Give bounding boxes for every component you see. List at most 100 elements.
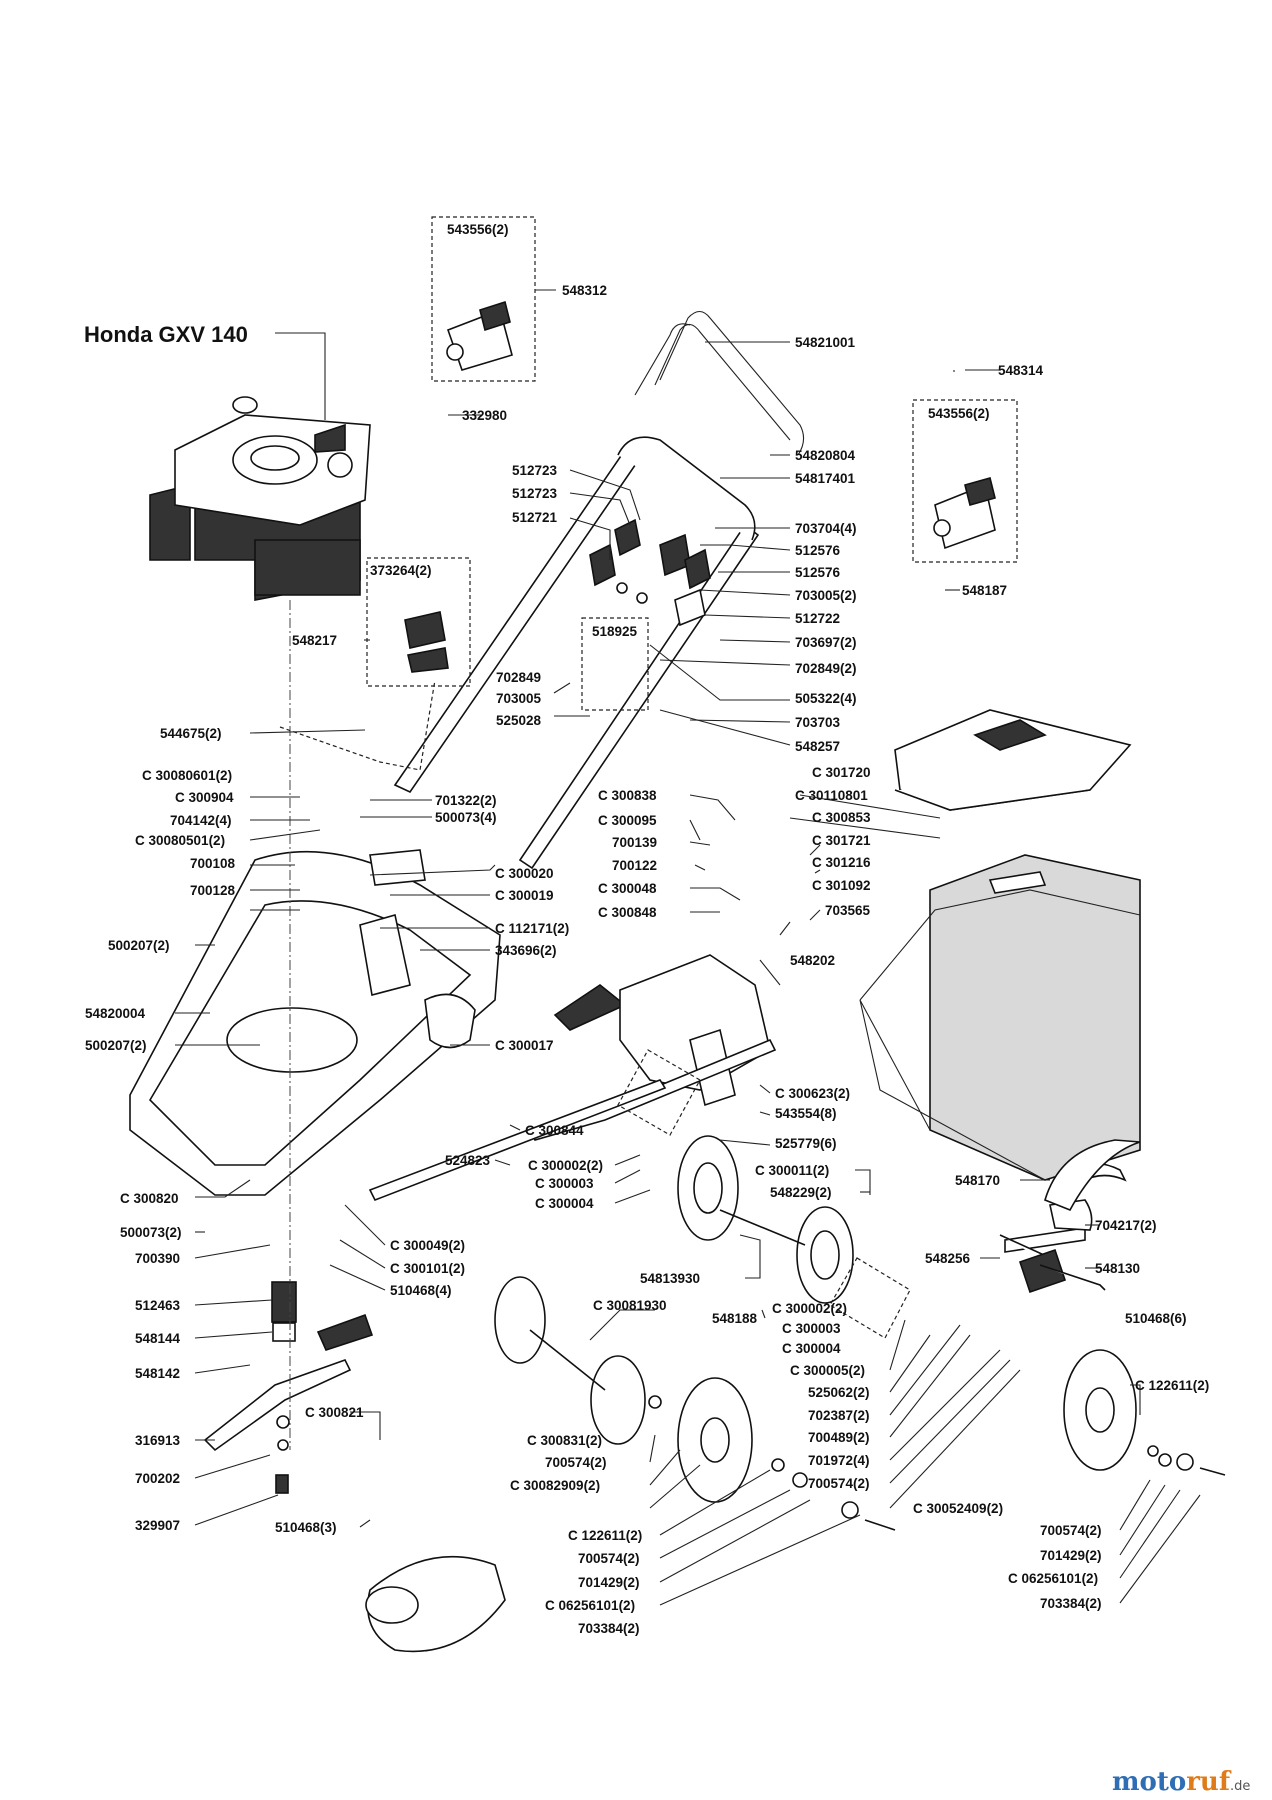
part-label: 525062(2): [808, 1385, 870, 1400]
part-label: 329907: [135, 1518, 180, 1533]
part-label: 548170: [955, 1173, 1000, 1188]
part-label: C 300020: [495, 866, 554, 881]
part-label: 548217: [292, 633, 337, 648]
part-label: C 301216: [812, 855, 871, 870]
part-label: 700489(2): [808, 1430, 870, 1445]
part-label: C 300831(2): [527, 1433, 602, 1448]
part-label: 54820804: [795, 448, 856, 463]
part-label: 548142: [135, 1366, 180, 1381]
part-label: 548314: [998, 363, 1044, 378]
part-label: 54821001: [795, 335, 856, 350]
part-label: C 300838: [598, 788, 657, 803]
part-label: 54817401: [795, 471, 856, 486]
part-label: C 30052409(2): [913, 1501, 1003, 1516]
part-label: 543554(8): [775, 1106, 837, 1121]
part-label: 500073(4): [435, 810, 497, 825]
part-label: 548130: [1095, 1261, 1140, 1276]
part-label: C 122611(2): [1135, 1378, 1209, 1393]
throttle-drawing: [404, 300, 996, 673]
part-label: 548202: [790, 953, 835, 968]
belt-drawing: [1044, 1139, 1141, 1212]
part-label: 703005(2): [795, 588, 857, 603]
part-label: C 300049(2): [390, 1238, 465, 1253]
part-labels: 543556(2) 548312 332980 54821001 548314 …: [85, 222, 1209, 1636]
part-label: C 30080601(2): [142, 768, 232, 783]
part-label: C 06256101(2): [545, 1598, 635, 1613]
part-label: C 300002(2): [528, 1158, 603, 1173]
part-label: 500207(2): [85, 1038, 147, 1053]
part-label: 703384(2): [578, 1621, 640, 1636]
part-label: 700202: [135, 1471, 180, 1486]
part-label: 700574(2): [578, 1551, 640, 1566]
part-label: C 300003: [535, 1176, 594, 1191]
part-label: C 300005(2): [790, 1363, 865, 1378]
part-label: C 30081930: [593, 1298, 667, 1313]
part-label: C 300853: [812, 810, 871, 825]
part-label: 512723: [512, 463, 558, 478]
part-label: C 300095: [598, 813, 657, 828]
part-label: 700122: [612, 858, 657, 873]
watermark: motoruf.de: [1112, 1767, 1250, 1797]
part-label: 512576: [795, 543, 841, 558]
part-label: 703384(2): [1040, 1596, 1102, 1611]
part-label: C 300101(2): [390, 1261, 465, 1276]
part-label: 703005: [496, 691, 542, 706]
part-label: C 301720: [812, 765, 871, 780]
part-label: C 300003: [782, 1321, 841, 1336]
part-label: 700139: [612, 835, 657, 850]
part-label: 548256: [925, 1251, 971, 1266]
part-label: 548312: [562, 283, 607, 298]
part-label: C 300011(2): [755, 1163, 829, 1178]
part-label: 701429(2): [1040, 1548, 1102, 1563]
part-label: C 300848: [598, 905, 657, 920]
part-label: 703703: [795, 715, 841, 730]
part-label: 512576: [795, 565, 841, 580]
parts-illustration: [129, 300, 1226, 1653]
watermark-part1: moto: [1112, 1767, 1186, 1797]
part-label: 700108: [190, 856, 236, 871]
leader-lines: [175, 289, 1201, 1606]
part-label: C 300844: [525, 1123, 584, 1138]
part-label: 548229(2): [770, 1185, 832, 1200]
part-label: 512463: [135, 1298, 181, 1313]
drive-housing-drawing: [368, 954, 777, 1202]
grass-bag-drawing: [859, 709, 1141, 1181]
watermark-suffix: .de: [1230, 1779, 1250, 1794]
part-label: C 30082909(2): [510, 1478, 600, 1493]
part-label: 543556(2): [928, 406, 990, 421]
part-label: 510468(3): [275, 1520, 337, 1535]
part-label: 548188: [712, 1311, 758, 1326]
part-label: 518925: [592, 624, 638, 639]
part-label: 700574(2): [545, 1455, 607, 1470]
part-label: C 300017: [495, 1038, 554, 1053]
part-label: 700574(2): [808, 1476, 870, 1491]
deck-drawing: [129, 849, 501, 1196]
part-label: 500073(2): [120, 1225, 182, 1240]
part-label: 703565: [825, 903, 871, 918]
part-label: 512723: [512, 486, 558, 501]
part-label: 548144: [135, 1331, 181, 1346]
part-label: C 30080501(2): [135, 833, 225, 848]
part-label: 512722: [795, 611, 840, 626]
part-label: 701322(2): [435, 793, 497, 808]
part-label: 510468(4): [390, 1283, 452, 1298]
part-label: 701972(4): [808, 1453, 870, 1468]
part-label: C 300004: [782, 1341, 841, 1356]
part-label: 512721: [512, 510, 558, 525]
group-boxes: [279, 216, 1018, 1339]
part-label: 505322(4): [795, 691, 857, 706]
part-label: C 300002(2): [772, 1301, 847, 1316]
part-label: 373264(2): [370, 563, 432, 578]
part-label: C 300623(2): [775, 1086, 850, 1101]
part-label: C 06256101(2): [1008, 1571, 1098, 1586]
engine-title: Honda GXV 140: [84, 322, 248, 347]
part-label: 701429(2): [578, 1575, 640, 1590]
part-label: 703704(4): [795, 521, 857, 536]
part-label: C 112171(2): [495, 921, 569, 936]
part-label: 703697(2): [795, 635, 857, 650]
part-label: 700128: [190, 883, 236, 898]
part-label: 704142(4): [170, 813, 232, 828]
part-label: 316913: [135, 1433, 181, 1448]
part-label: 500207(2): [108, 938, 170, 953]
